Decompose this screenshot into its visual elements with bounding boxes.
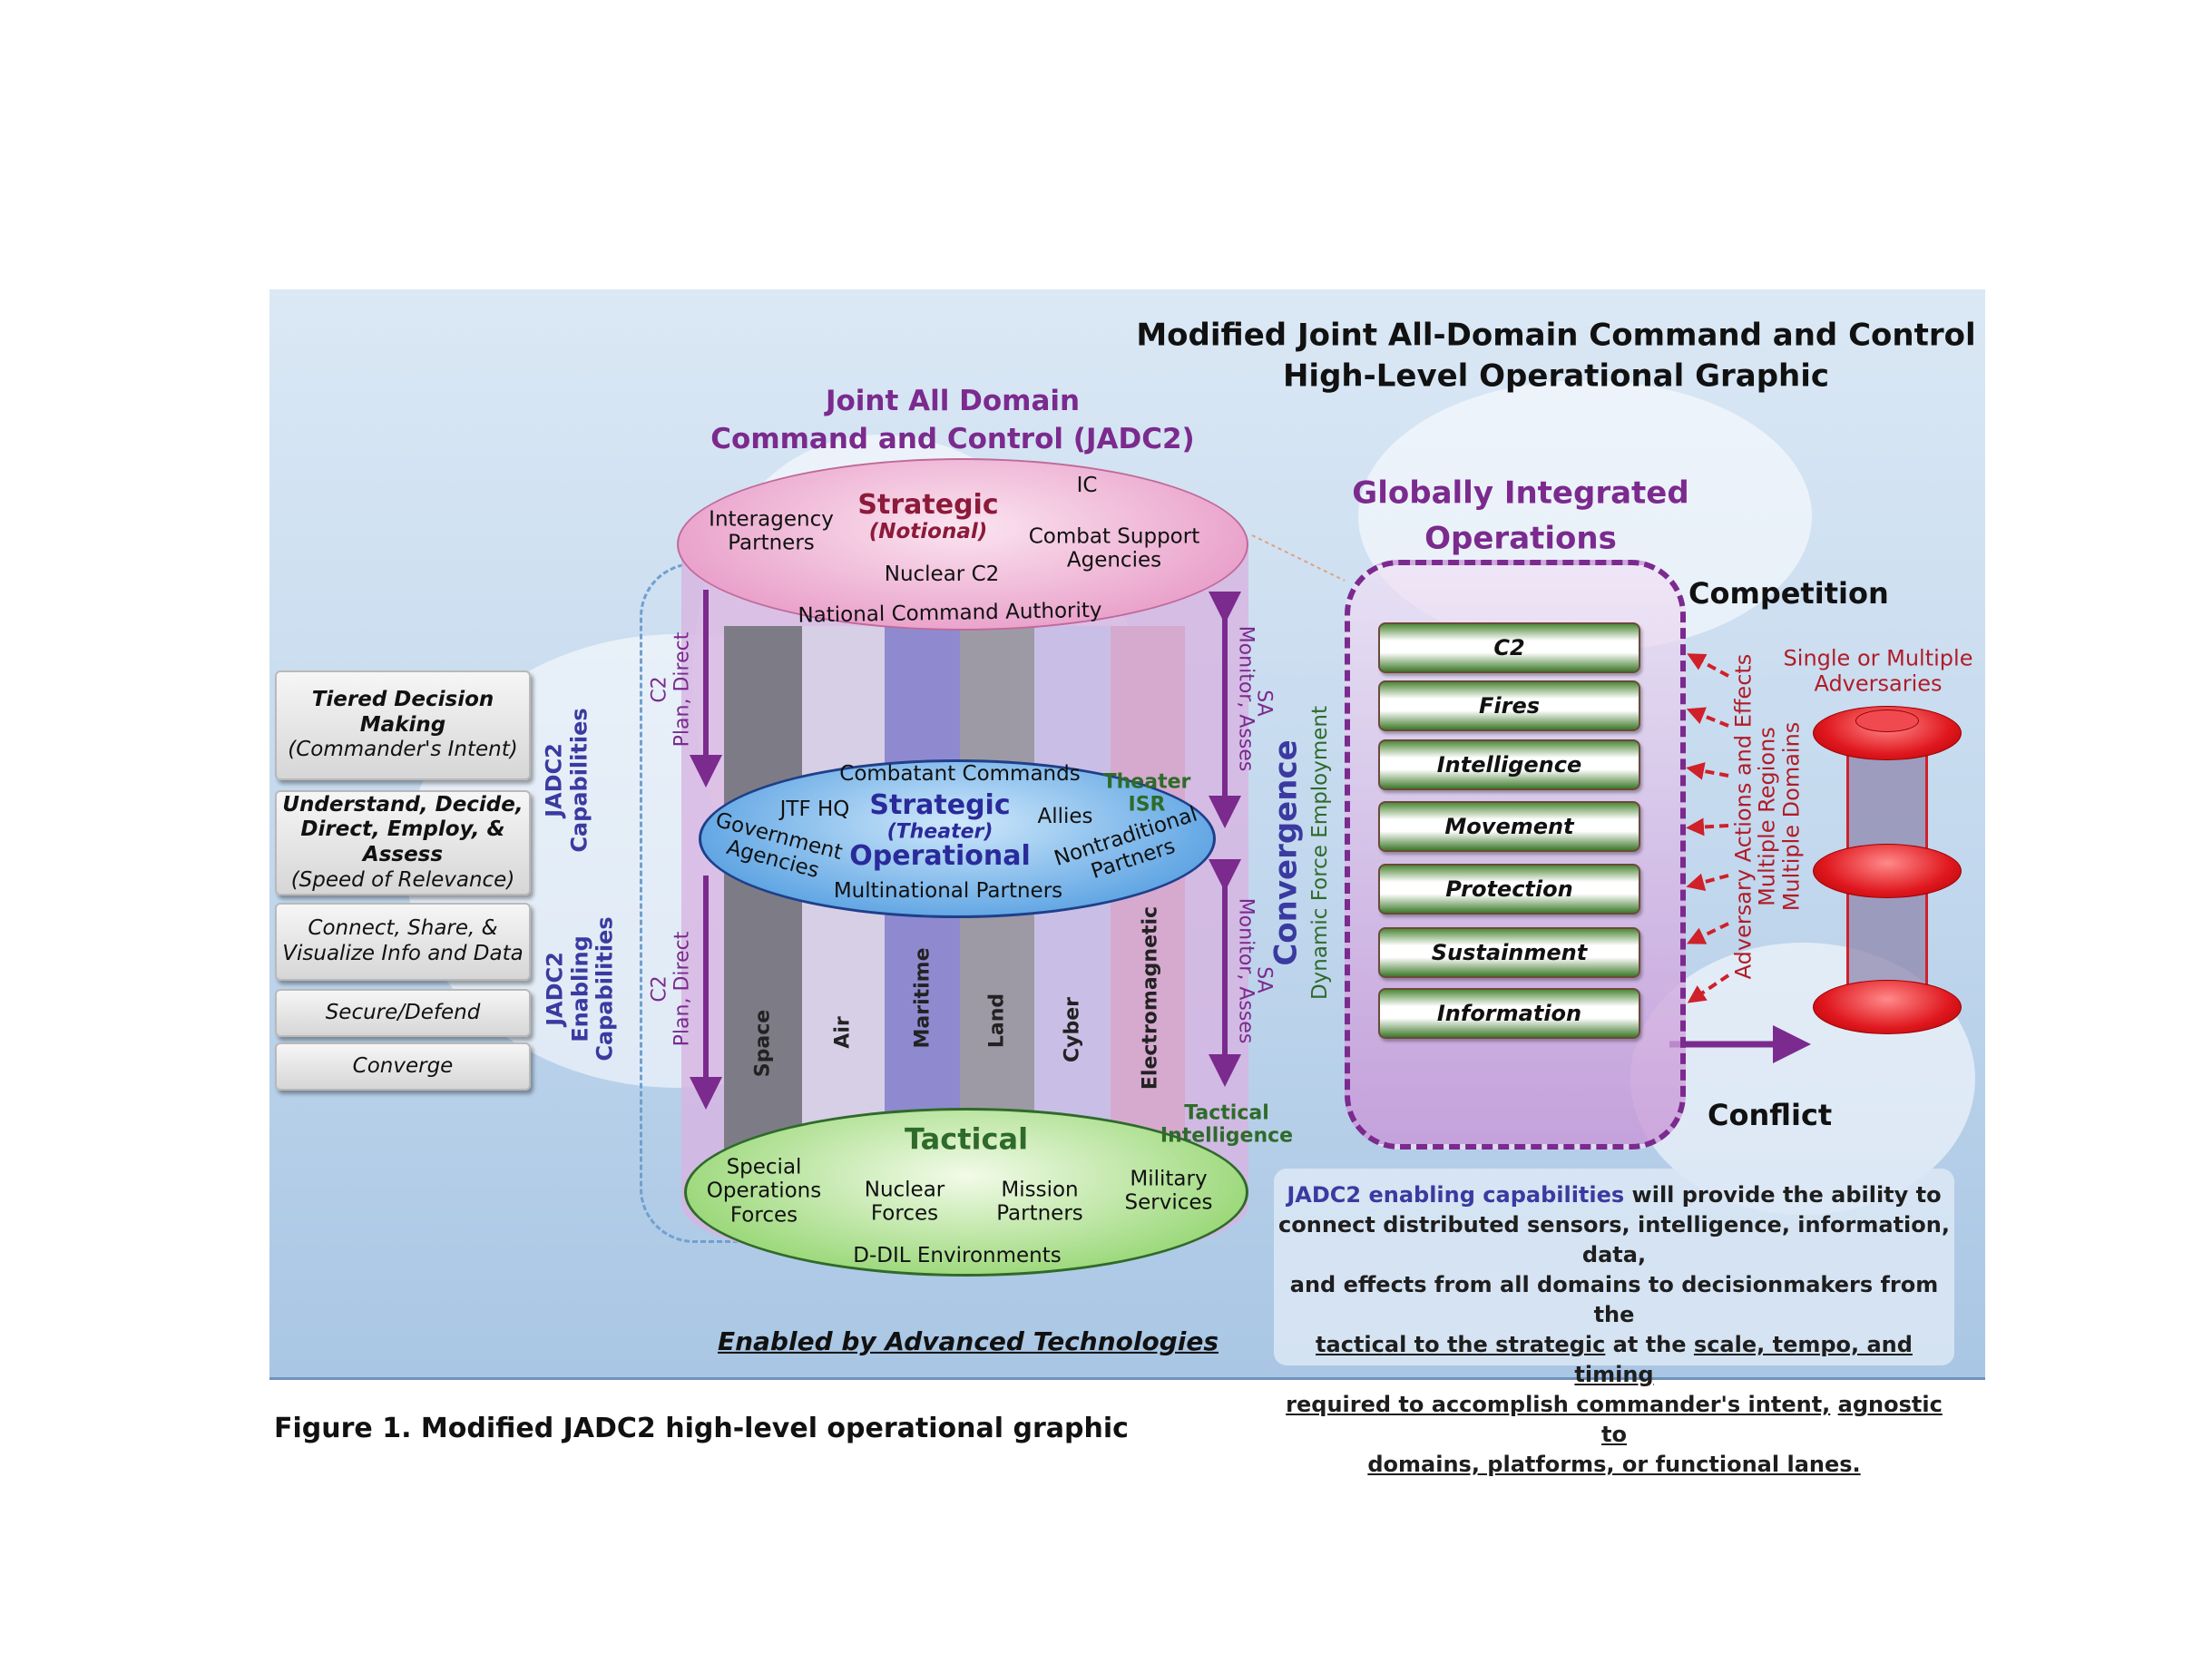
special-operations-forces: Special Operations Forces <box>706 1155 822 1228</box>
box-text: Converge <box>352 1053 454 1078</box>
description-line: domains, platforms, or functional lanes. <box>1367 1452 1861 1477</box>
operational-strategic-title: Strategic <box>869 788 1011 821</box>
box-text: Understand, Decide, <box>282 792 524 817</box>
connect-share-box: Connect, Share, & Visualize Info and Dat… <box>275 903 531 981</box>
dynamic-force-employment-label: Dynamic Force Employment <box>1307 705 1332 1001</box>
d-dil-environments: D-DIL Environments <box>853 1243 1062 1267</box>
description-line: JADC2 enabling capabilities will provide… <box>1287 1182 1942 1208</box>
function-c2: C2 <box>1378 622 1640 673</box>
tactical-ellipse <box>684 1108 1248 1277</box>
description-line: and effects from all domains to decision… <box>1289 1272 1939 1327</box>
box-text: Direct, Employ, & Assess <box>300 817 505 866</box>
description-box: JADC2 enabling capabilities will provide… <box>1274 1169 1954 1477</box>
strategic-title: Strategic <box>857 488 999 521</box>
gio-title-line2: Operations <box>1424 520 1617 557</box>
sa-label: SA <box>1252 966 1276 993</box>
function-intelligence: Intelligence <box>1378 739 1640 790</box>
function-information: Information <box>1378 988 1640 1039</box>
conflict-label: Conflict <box>1708 1098 1833 1132</box>
box-text: Secure/Defend <box>325 1000 481 1024</box>
function-sustainment: Sustainment <box>1378 927 1640 978</box>
strategic-ellipse <box>677 458 1248 631</box>
description-line: tactical to the strategic at the scale, … <box>1316 1332 1913 1387</box>
adversary-disk <box>1813 980 1962 1034</box>
box-text: Visualize Info and Data <box>282 942 524 965</box>
box-text: (Commander's Intent) <box>288 738 518 762</box>
tiered-decision-box: Tiered Decision Making (Commander's Inte… <box>275 670 531 780</box>
box-text: (Speed of Relevance) <box>290 867 515 892</box>
combat-support-agencies: Combat Support Agencies <box>1028 524 1200 572</box>
secure-defend-box: Secure/Defend <box>275 989 531 1037</box>
adversary-disk-cap <box>1855 709 1919 732</box>
gio-title-line1: Globally Integrated <box>1352 475 1689 512</box>
operational-subtitle: (Theater) <box>886 820 993 844</box>
military-services: Military Services <box>1124 1167 1213 1215</box>
box-text: Tiered Decision <box>311 688 494 712</box>
multinational-partners: Multinational Partners <box>833 878 1063 903</box>
convergence-label: Convergence <box>1267 739 1305 966</box>
box-text: Connect, Share, & <box>308 916 498 941</box>
allies: Allies <box>1037 804 1093 828</box>
operational-ellipse <box>699 759 1216 918</box>
box-text: Making <box>359 712 446 737</box>
connector-line <box>1251 534 1346 582</box>
adversary-disk <box>1813 844 1962 898</box>
adversary-action-arrows <box>1686 653 1730 1003</box>
understand-decide-box: Understand, Decide, Direct, Employ, & As… <box>275 790 531 895</box>
enabled-by-label: Enabled by Advanced Technologies <box>717 1326 1219 1356</box>
converge-box: Converge <box>275 1042 531 1091</box>
function-protection: Protection <box>1378 864 1640 915</box>
nuclear-c2: Nuclear C2 <box>884 562 1000 586</box>
strategic-subtitle: (Notional) <box>868 519 988 543</box>
mission-partners: Mission Partners <box>996 1178 1083 1226</box>
combatant-commands: Combatant Commands <box>839 761 1081 786</box>
description-line: required to accomplish commander's inten… <box>1286 1392 1943 1447</box>
nuclear-forces: Nuclear Forces <box>864 1178 945 1226</box>
figure-caption: Figure 1. Modified JADC2 high-level oper… <box>274 1413 1129 1444</box>
ic: IC <box>1076 473 1098 497</box>
competition-label: Competition <box>1688 576 1889 611</box>
jadc2-title-line1: Joint All Domain <box>825 385 1081 418</box>
description-line: connect distributed sensors, intelligenc… <box>1278 1212 1950 1267</box>
sa-label: SA <box>1252 690 1276 717</box>
title-line2: High-Level Operational Graphic <box>1282 357 1830 395</box>
function-movement: Movement <box>1378 801 1640 852</box>
operational-title: Operational <box>849 839 1031 872</box>
title-line1: Modified Joint All-Domain Command and Co… <box>1136 317 1976 354</box>
tactical-title: Tactical <box>904 1121 1029 1157</box>
jtf-hq: JTF HQ <box>779 797 850 821</box>
jadc2-title-line2: Command and Control (JADC2) <box>710 423 1195 456</box>
interagency-partners: Interagency Partners <box>709 507 834 555</box>
function-fires: Fires <box>1378 680 1640 731</box>
